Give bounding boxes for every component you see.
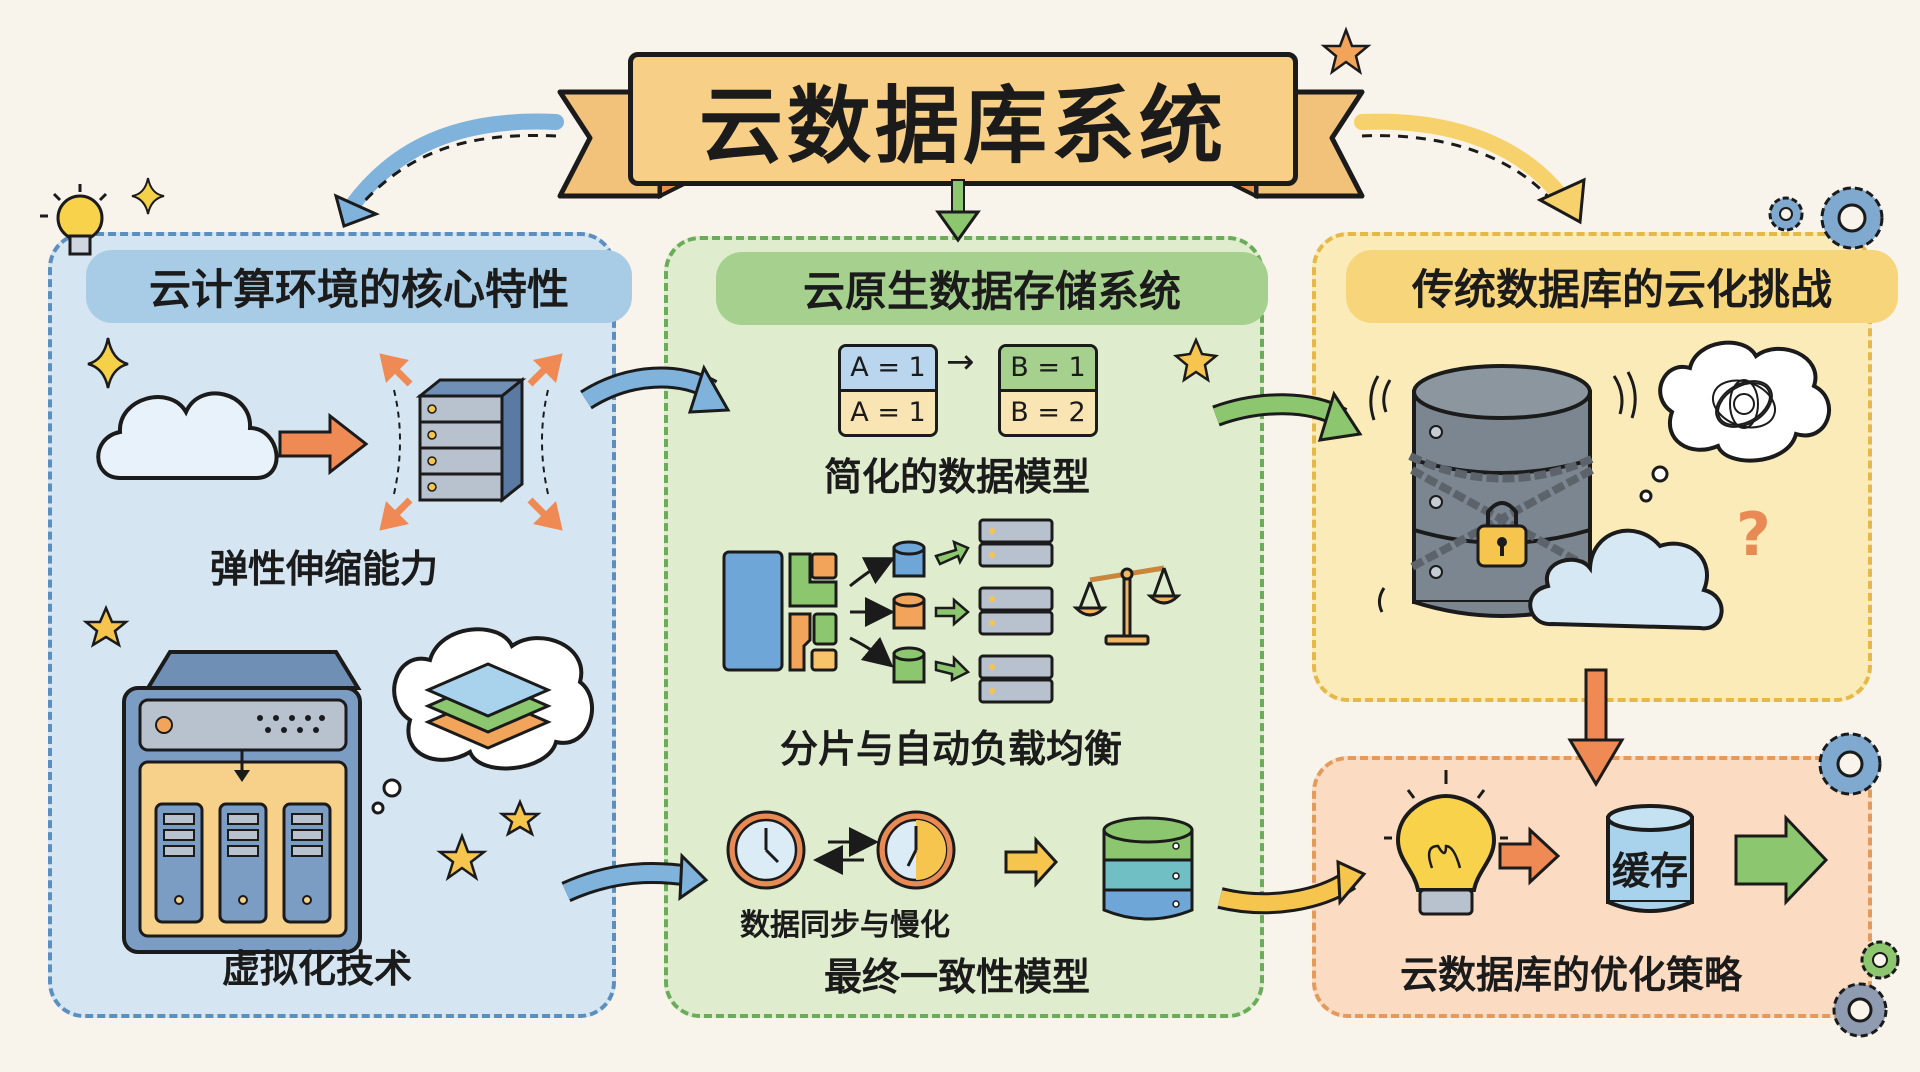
question-mark-icon: ? [1736, 500, 1771, 570]
kv-box-before: A = 1 A = 1 [838, 344, 938, 437]
arrow-green-to-yellow [1212, 390, 1363, 442]
virtual-machine-icon [218, 802, 268, 924]
server-icon [415, 376, 527, 504]
clock-icon [726, 810, 806, 890]
kv-cell: A = 1 [841, 389, 935, 434]
arrow-yellow-to-orange [1567, 668, 1625, 787]
kv-cell: B = 2 [1001, 389, 1095, 434]
database-stack-icon [1102, 816, 1194, 921]
label-elasticity: 弹性伸缩能力 [210, 547, 439, 591]
gear-icon [1818, 732, 1882, 796]
cloud-icon [1528, 528, 1724, 631]
lightbulb-icon [1384, 770, 1508, 916]
label-data-sync: 数据同步与慢化 [740, 908, 950, 943]
cache-label: 缓存 [1612, 849, 1689, 893]
arrow-title-to-left [333, 113, 564, 228]
kv-arrow-icon: → [946, 342, 975, 382]
padlock-icon [1476, 501, 1528, 568]
sync-arrows-icon [813, 827, 879, 875]
header-traditional-challenges: 传统数据库的云化挑战 [1346, 250, 1898, 323]
kv-box-after: B = 1 B = 2 [998, 344, 1098, 437]
gear-icon [1768, 196, 1804, 232]
panel-optimization [1312, 756, 1872, 1018]
star-icon [498, 798, 542, 837]
header-cloud-native-storage: 云原生数据存储系统 [716, 252, 1268, 325]
label-eventual-consistency: 最终一致性模型 [824, 955, 1091, 999]
kv-cell: B = 1 [1001, 347, 1095, 389]
database-icon [892, 646, 926, 684]
shard-green-arrows [934, 539, 971, 683]
label-optimization: 云数据库的优化策略 [1400, 953, 1743, 997]
arrow-title-to-center [935, 179, 981, 243]
arrow-blue-to-green-bottom [561, 852, 709, 903]
cloud-icon [96, 391, 279, 480]
gear-icon [1832, 982, 1888, 1038]
arrow-right-icon [278, 412, 369, 476]
cache-database-icon [1606, 804, 1694, 913]
gear-icon [1820, 186, 1884, 250]
virtual-machine-icon [154, 802, 204, 924]
kv-cell: A = 1 [841, 347, 935, 389]
layers-thought-icon [371, 627, 594, 815]
arrow-right-icon [1004, 836, 1059, 888]
label-virtualization: 虚拟化技术 [222, 947, 413, 991]
star-icon [1173, 336, 1219, 383]
sparkle-icon [131, 177, 165, 215]
arrow-blue-to-green-top [580, 364, 731, 414]
arrow-green-to-orange [1217, 859, 1367, 915]
vibration-lines [1369, 371, 1637, 613]
arrow-title-to-right [1354, 113, 1586, 225]
header-cloud-features: 云计算环境的核心特性 [86, 250, 632, 323]
clock-icon [876, 810, 956, 890]
star-icon [1320, 26, 1372, 75]
lightbulb-icon [40, 184, 108, 256]
arrow-right-icon [1734, 814, 1829, 906]
tangled-thought-icon [1639, 340, 1832, 503]
label-simplified-model: 简化的数据模型 [824, 455, 1091, 499]
sparkle-icon [87, 337, 129, 389]
shard-arrows [849, 557, 896, 668]
label-sharding: 分片与自动负载均衡 [780, 727, 1123, 771]
virtual-machine-icon [282, 802, 332, 924]
page-title: 云数据库系统 [628, 52, 1298, 186]
server-icon [978, 518, 1054, 568]
chain-icon [1408, 452, 1596, 572]
shard-block-icon [722, 550, 838, 672]
server-icon [978, 586, 1054, 636]
star-icon [82, 604, 130, 648]
server-icon [978, 654, 1054, 704]
scale-balance-icon [1072, 565, 1182, 646]
gear-icon [1860, 940, 1900, 980]
database-icon [892, 592, 926, 630]
expand-arrows-icon [379, 353, 563, 531]
star-icon [436, 832, 488, 882]
arrow-right-icon [1498, 826, 1561, 886]
database-icon [892, 540, 926, 578]
